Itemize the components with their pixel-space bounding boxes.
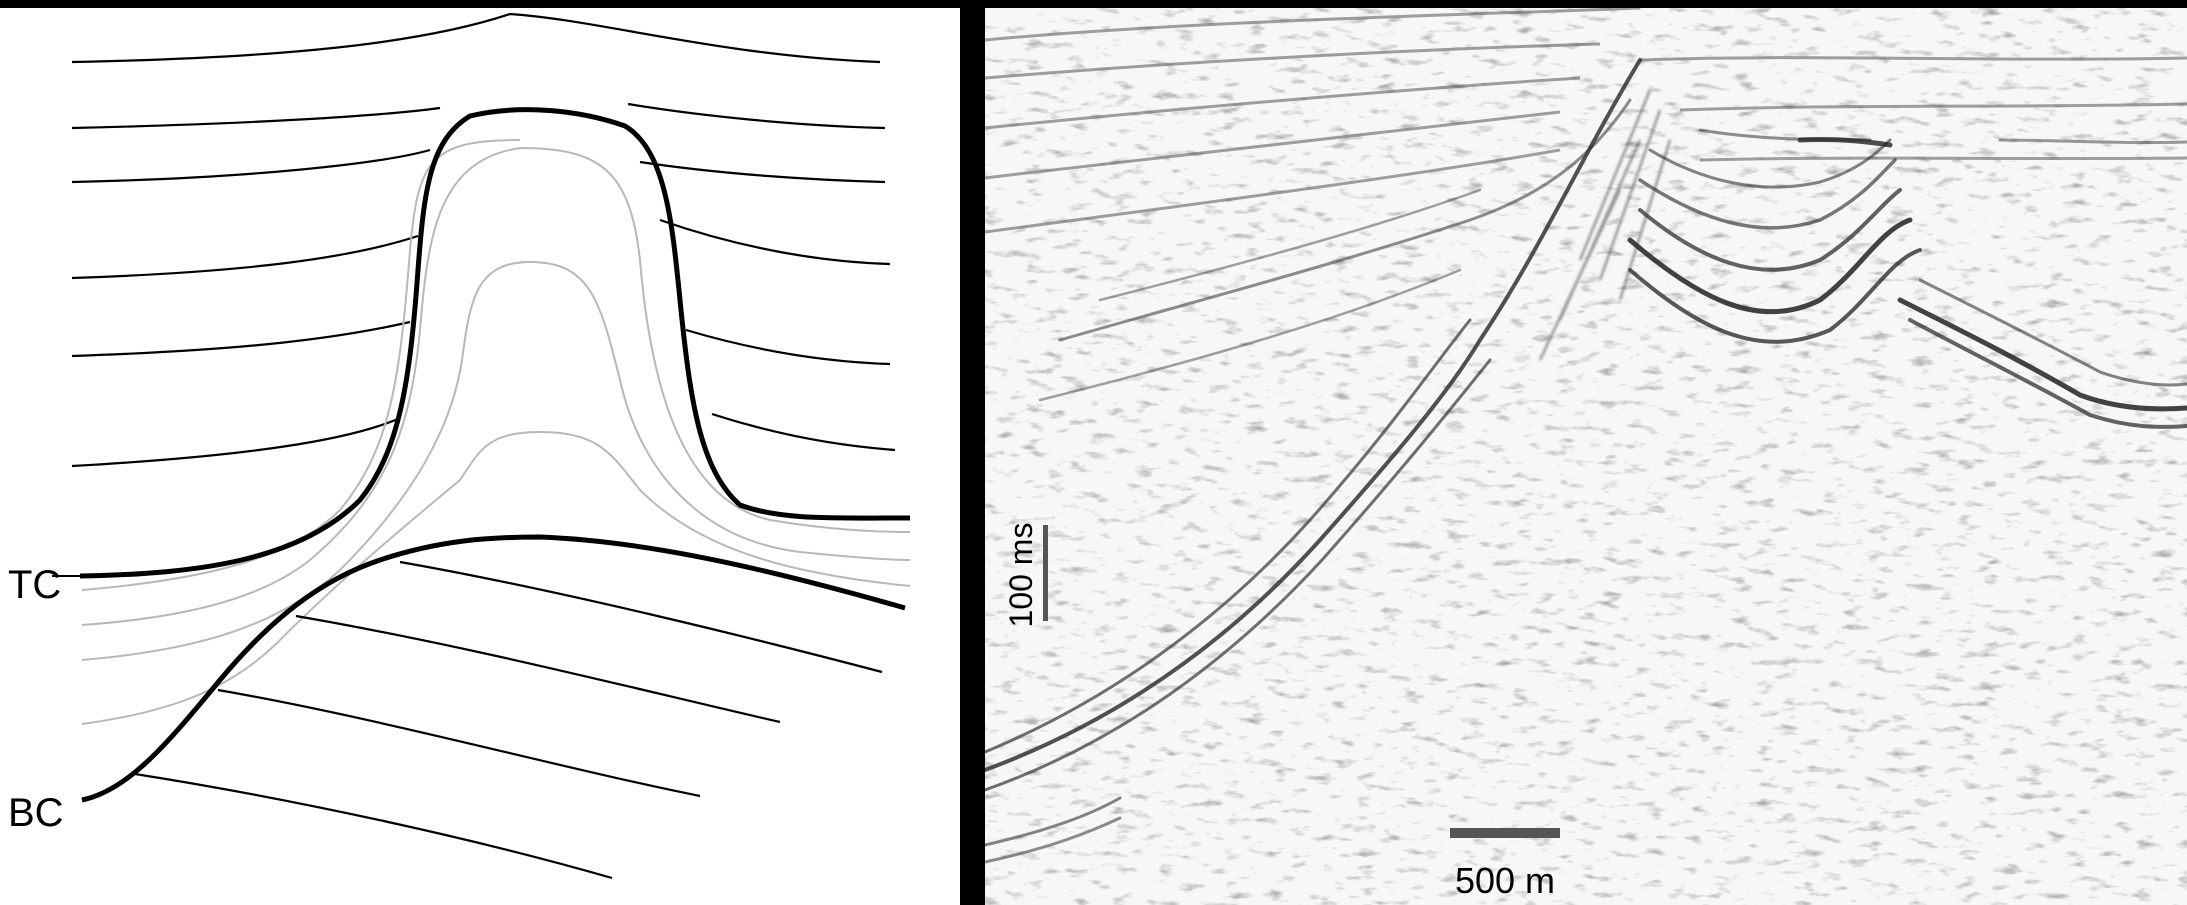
flank-reflectors <box>985 58 1642 864</box>
overburden-horizons <box>71 12 896 468</box>
vertical-scale-bar <box>1043 525 1048 621</box>
tc-label: TC <box>8 563 61 607</box>
vertical-scale-label: 100 ms <box>1003 523 1039 628</box>
apex-streaks <box>1538 89 1672 361</box>
right-flank-reflectors <box>1897 138 2187 429</box>
underlying-horizons <box>134 560 883 880</box>
seismic-texture <box>985 8 2187 905</box>
shallow-reflectors <box>985 8 2187 234</box>
schematic-panel: TC BC <box>0 8 960 905</box>
seismic-section-panel: 100 ms 500 m <box>985 8 2187 905</box>
dome-reflectors <box>1627 128 1922 344</box>
bottom-contact-line <box>81 534 906 803</box>
bc-label: BC <box>8 791 64 835</box>
horizontal-scale-bar <box>1450 828 1560 838</box>
horizontal-scale-label: 500 m <box>1455 860 1555 901</box>
top-contact-line <box>79 107 911 579</box>
